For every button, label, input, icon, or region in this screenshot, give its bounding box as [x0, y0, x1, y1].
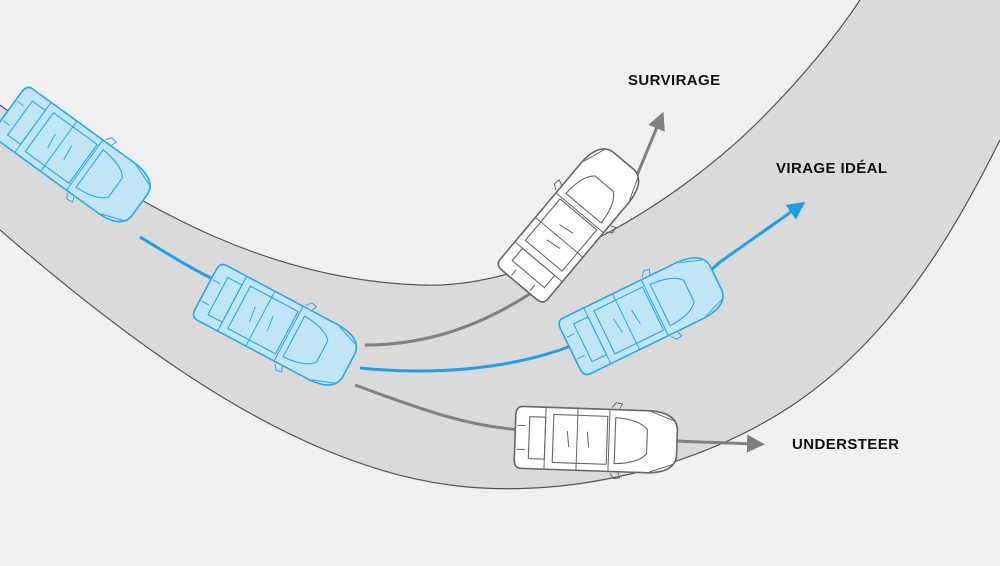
label-oversteer: SURVIRAGE [628, 72, 721, 89]
ideal-arrow [719, 201, 806, 264]
label-understeer: UNDERSTEER [792, 436, 900, 453]
oversteer-arrow [633, 111, 665, 181]
label-ideal: VIRAGE IDÉAL [776, 160, 888, 177]
understeer-arrow [699, 434, 765, 453]
road [0, 0, 1000, 489]
car-white-understeer [513, 399, 679, 481]
road-outer-edge [0, 139, 1000, 490]
